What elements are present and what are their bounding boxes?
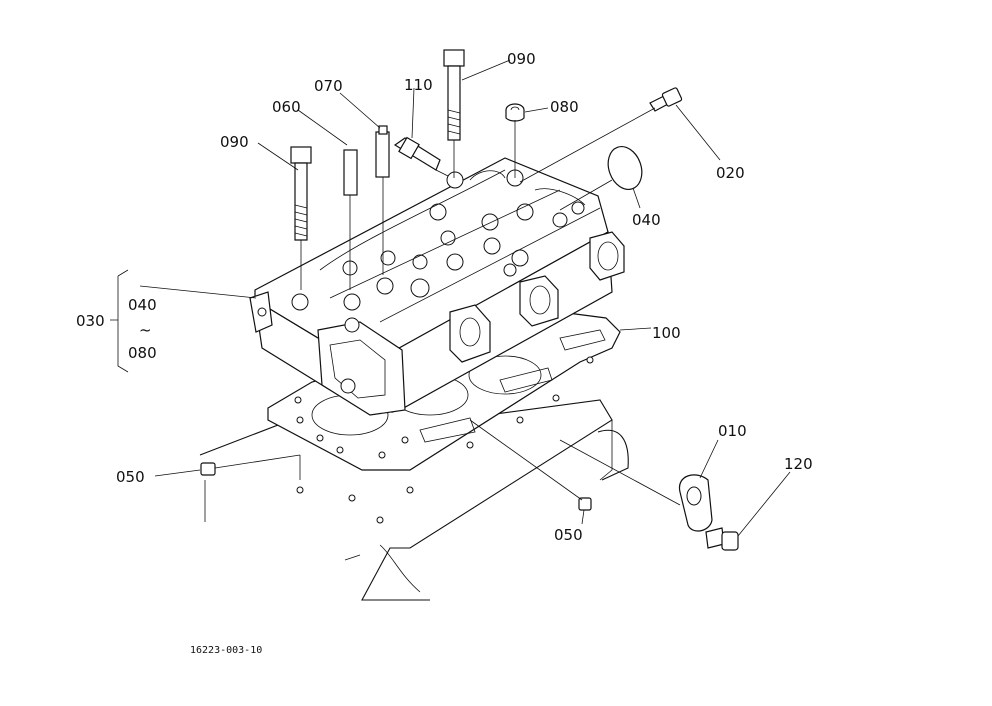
washer-080 [505,103,525,178]
valve-guide-070 [375,125,390,275]
label-120: 120 [784,455,813,473]
cylinder-head [249,157,625,416]
label-080-top: 080 [550,98,579,116]
engine-hanger [559,439,713,532]
part-labels: 090 060 070 110 090 080 020 040 100 030 … [76,50,813,656]
label-090-right: 090 [507,50,536,68]
label-050-left: 050 [116,468,145,486]
label-range-tilde: ~ [139,321,152,339]
label-060: 060 [272,98,301,116]
plug-050-right [469,419,592,511]
plug-020 [519,87,683,183]
hanger-bolt [705,527,739,551]
valve-guide-060 [343,149,358,290]
plug-050-left [200,454,301,476]
label-040-right: 040 [632,211,661,229]
label-100: 100 [652,324,681,342]
label-090-left: 090 [220,133,249,151]
label-020: 020 [716,164,745,182]
label-110: 110 [404,76,433,94]
label-080-set: 080 [128,344,157,362]
figure-code: 16223-003-10 [190,645,262,656]
label-040-set: 040 [128,296,157,314]
temperature-sensor [393,136,449,177]
label-050-right: 050 [554,526,583,544]
leader-lines [110,59,791,537]
label-030: 030 [76,312,105,330]
label-010: 010 [718,422,747,440]
head-bolt-right [443,49,465,178]
cap-040 [559,146,643,211]
head-bolt-left [290,146,312,290]
label-070: 070 [314,77,343,95]
